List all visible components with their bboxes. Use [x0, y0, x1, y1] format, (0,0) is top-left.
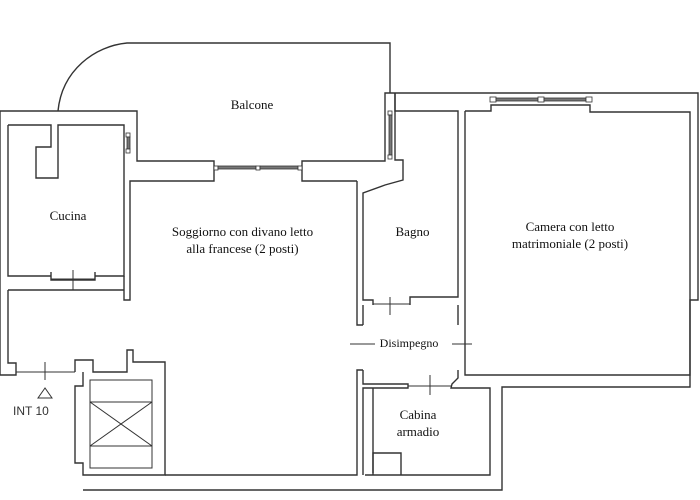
room-label-balcone: Balcone	[230, 97, 274, 112]
room-label-cabina: Cabina armadio	[383, 406, 453, 440]
soggiorno-line1: Soggiorno con divano letto	[171, 224, 314, 239]
cabina-line2: armadio	[396, 424, 440, 439]
room-label-disimpegno: Disimpegno	[379, 336, 439, 350]
room-label-bagno: Bagno	[395, 224, 430, 239]
kitchen-inner-wall	[7, 125, 51, 277]
stairwell	[89, 379, 153, 469]
room-label-camera: Camera con letto matrimoniale (2 posti)	[490, 218, 650, 252]
soggiorno-line2: alla francese (2 posti)	[186, 241, 299, 256]
outer-wall-kitchen	[0, 110, 215, 168]
room-label-cucina: Cucina	[49, 208, 87, 223]
camera-line2: matrimoniale (2 posti)	[511, 236, 629, 251]
entrance-label: INT 10	[13, 404, 49, 418]
bathroom-wall	[362, 93, 404, 305]
balcony-outline	[57, 42, 391, 112]
entrance-marker-icon	[37, 387, 53, 399]
bedroom-wall	[464, 104, 691, 376]
stairwell-wall	[74, 349, 166, 476]
room-label-soggiorno: Soggiorno con divano letto alla francese…	[150, 223, 335, 257]
cabina-line1: Cabina	[399, 407, 437, 422]
hallway-wall	[362, 305, 409, 475]
camera-line1: Camera con letto	[525, 219, 615, 234]
